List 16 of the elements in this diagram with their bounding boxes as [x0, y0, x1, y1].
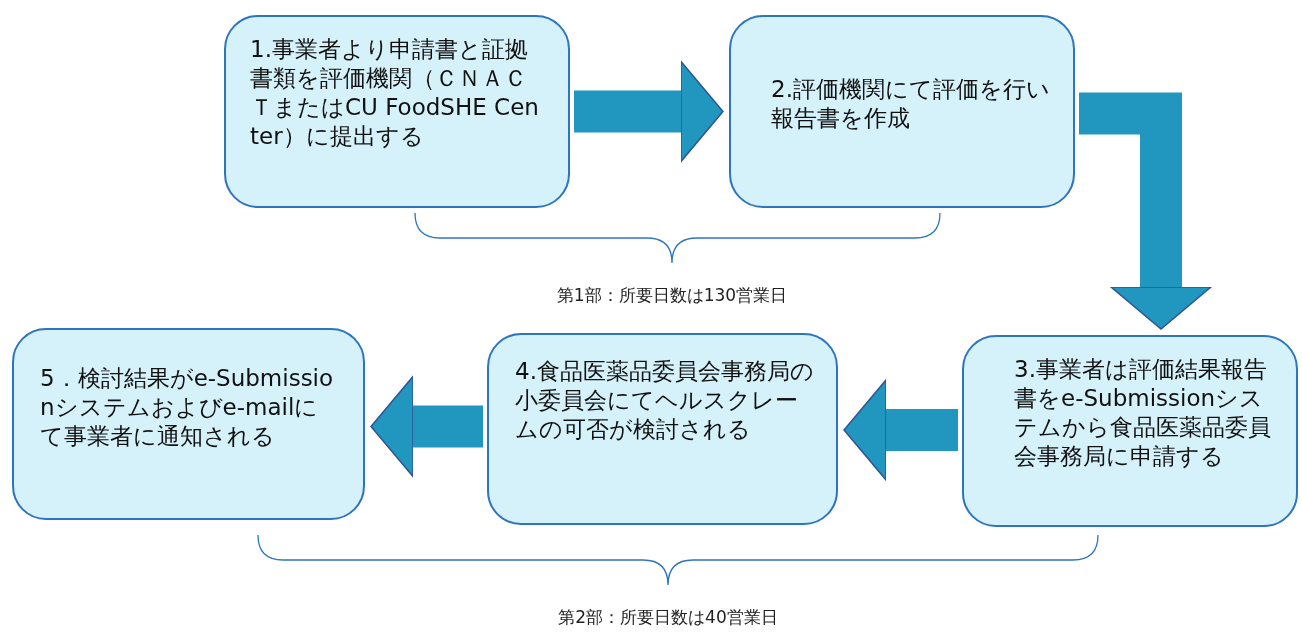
process-box — [12, 328, 365, 520]
step-text: 5．検討結果がe-Submissionシステムおよびe-mailにて事業者に通知される — [40, 364, 335, 451]
block-arrow — [843, 379, 958, 481]
step-text: 2.評価機関にて評価を行い報告書を作成 — [771, 75, 1051, 133]
block-arrow — [1079, 92, 1212, 330]
process-box — [224, 15, 570, 208]
process-box — [962, 335, 1298, 527]
duration-label: 第2部：所要日数は40営業日 — [558, 606, 778, 629]
process-box — [729, 15, 1075, 208]
block-arrow — [574, 60, 724, 163]
block-arrow — [370, 375, 483, 478]
duration-label: 第1部：所要日数は130営業日 — [556, 284, 788, 307]
process-box — [487, 333, 838, 525]
step-text: 3.事業者は評価結果報告書をe-Submissionシステムから食品医薬品委員会事務局に申請する — [1014, 355, 1272, 471]
step-text: 4.食品医薬品委員会事務局の小委員会にてヘルスクレームの可否が検討される — [515, 357, 815, 444]
step-text: 1.事業者より申請書と証拠書類を評価機関（ＣＮＡＣＴまたはCU FoodSHE Center）に提出する — [250, 35, 540, 151]
